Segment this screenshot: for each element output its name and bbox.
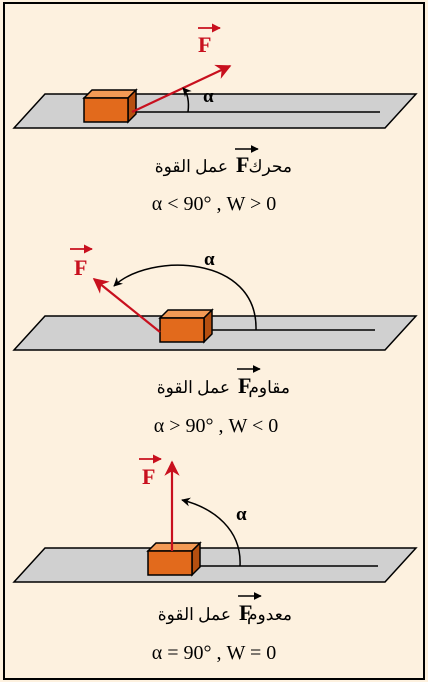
angle-arc (182, 87, 192, 113)
caption-work: عمل القوة (158, 605, 231, 625)
plane (12, 93, 418, 129)
caption-work: عمل القوة (155, 157, 228, 177)
plane (12, 315, 418, 351)
svg-text:F: F (142, 464, 155, 489)
block (158, 308, 214, 344)
panel-motor: α F محرك F عمل القوة α < 90° , W > 0 (12, 23, 418, 215)
svg-text:F: F (74, 255, 87, 280)
condition: α < 90° , W > 0 (152, 193, 277, 215)
caption-force-symbol: F (239, 600, 252, 625)
caption-type: محرك (249, 157, 292, 177)
condition: α > 90° , W < 0 (154, 415, 279, 437)
caption-work: عمل القوة (157, 378, 230, 398)
condition: α = 90° , W = 0 (152, 642, 277, 664)
caption: معدوم F عمل القوة (158, 592, 292, 625)
block (146, 541, 202, 577)
caption-type: معدوم (247, 605, 292, 625)
plane (12, 547, 418, 583)
panel-resistive: α F مقاوم F عمل القوة α > 90° , W < 0 (12, 244, 418, 437)
caption: مقاوم F عمل القوة (157, 365, 290, 398)
block (82, 88, 138, 124)
angle-arc (181, 497, 241, 567)
caption-force-symbol: F (236, 152, 249, 177)
force-arrow (92, 278, 161, 333)
caption-force-symbol: F (238, 373, 251, 398)
caption: محرك F عمل القوة (155, 145, 292, 177)
caption-type: مقاوم (248, 378, 290, 398)
force-label: F (139, 454, 162, 489)
panel-zero: α F معدوم F عمل القوة α = 90° , W = 0 (12, 454, 418, 664)
force-arrow (131, 64, 232, 113)
angle-label: α (204, 249, 215, 270)
svg-text:F: F (198, 32, 211, 57)
force-label: F (70, 244, 93, 280)
angle-label: α (236, 504, 247, 525)
force-label: F (198, 23, 221, 57)
angle-label: α (203, 86, 214, 107)
angle-arc (113, 264, 257, 331)
